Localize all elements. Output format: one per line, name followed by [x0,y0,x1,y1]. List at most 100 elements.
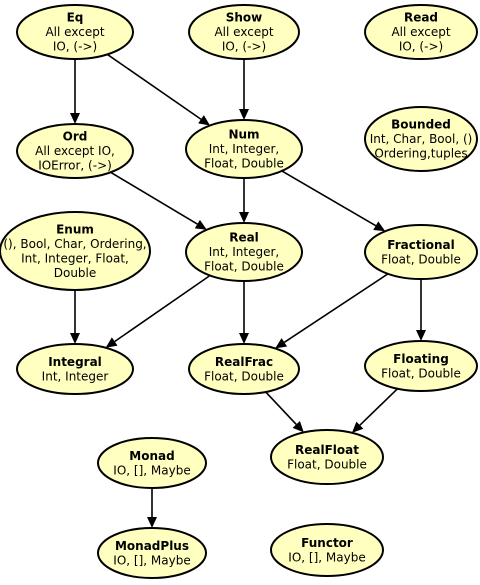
edge-real-to-integral [105,274,211,348]
edge-eq-to-ord [70,59,80,124]
node-enum: Enum(), Bool, Char, Ordering,Int, Intege… [0,211,151,291]
edge-real-to-realfrac [239,281,249,344]
node-title: Num [228,128,259,142]
node-title: Bounded [391,118,451,132]
node-instances-line: Int, Integer [42,369,109,383]
node-ellipse [97,437,207,489]
arrowhead-icon [239,109,249,120]
node-instances-line: All except IO, [35,144,115,158]
edge-enum-to-integral [70,290,80,344]
node-ellipse [270,523,384,577]
node-instances-line: All except [391,25,450,39]
node-title: Functor [301,536,353,550]
node-title: Monad [129,449,174,463]
node-instances-line: All except [45,25,104,39]
node-instances-line: IO, (->) [53,40,97,54]
node-title: Read [404,11,438,25]
node-instances-line: Float, Double [381,366,461,380]
node-instances-line: Ordering,tuples [374,147,467,161]
node-title: Show [226,11,263,25]
node-ellipse [185,222,303,282]
node-instances-line: IO, [], Maybe [113,463,190,477]
node-title: Ord [63,130,88,144]
node-instances-line: All except [214,25,273,39]
edge-fractional-to-floating [416,279,426,341]
node-instances-line: Float, Double [204,369,284,383]
node-ellipse [16,4,134,60]
node-title: RealFrac [215,355,273,369]
arrowhead-icon [147,517,157,528]
arrowhead-icon [275,338,288,349]
node-title: Enum [56,222,94,236]
node-ellipse [0,211,151,291]
node-instances-line: (), Bool, Char, Ordering, [3,237,146,251]
edge-monad-to-monadplus [147,488,157,528]
edge-show-to-num [239,59,249,120]
edge-line [106,53,202,120]
node-instances-line: IO, (->) [399,40,443,54]
arrowhead-icon [292,420,304,433]
node-instances-line: IO, [], Maybe [288,550,365,564]
node-instances-line: Float, Double [381,252,461,266]
node-instances-line: Float, Double [204,260,284,274]
edge-line [283,273,389,344]
node-title: Floating [393,352,449,366]
edge-fractional-to-realfrac [275,273,389,349]
edge-num-to-real [239,178,249,223]
arrowhead-icon [373,221,386,232]
node-ellipse [188,4,300,60]
node-instances-line: Int, Integer, Float, [21,251,129,265]
node-ellipse [16,123,134,179]
arrowhead-icon [105,337,118,348]
edge-eq-to-num [106,53,211,126]
edge-line [110,171,198,225]
node-ellipse [16,343,134,395]
node-instances-line: Float, Double [204,157,284,171]
node-ellipse [364,224,478,280]
node-instances-line: IO, [], Maybe [113,553,190,567]
arrowhead-icon [239,333,249,344]
arrowhead-icon [351,421,364,433]
edge-line [359,388,399,426]
edge-realfrac-to-realfloat [265,391,304,433]
node-ellipse [185,119,303,179]
arrowhead-icon [70,333,80,344]
node-title: Integral [48,355,102,369]
edge-ord-to-real [110,171,207,230]
node-title: Real [229,231,259,245]
edge-line [114,274,211,343]
edge-num-to-fractional [281,170,386,232]
node-ellipse [188,343,300,395]
node-title: Eq [67,11,84,25]
edge-line [281,170,377,227]
edges-layer [70,53,426,528]
node-ellipse [364,340,478,392]
node-instances-line: Double [54,266,97,280]
node-instances-line: IO, (->) [222,40,266,54]
arrowhead-icon [239,212,249,223]
node-ellipse [364,4,478,60]
node-title: MonadPlus [115,539,189,553]
node-instances-line: Int, Char, Bool, () [370,132,473,146]
arrowhead-icon [70,113,80,124]
edge-floating-to-realfloat [351,388,399,433]
node-instances-line: Float, Double [287,457,367,471]
node-ellipse [364,106,478,172]
node-ellipse [97,527,207,579]
